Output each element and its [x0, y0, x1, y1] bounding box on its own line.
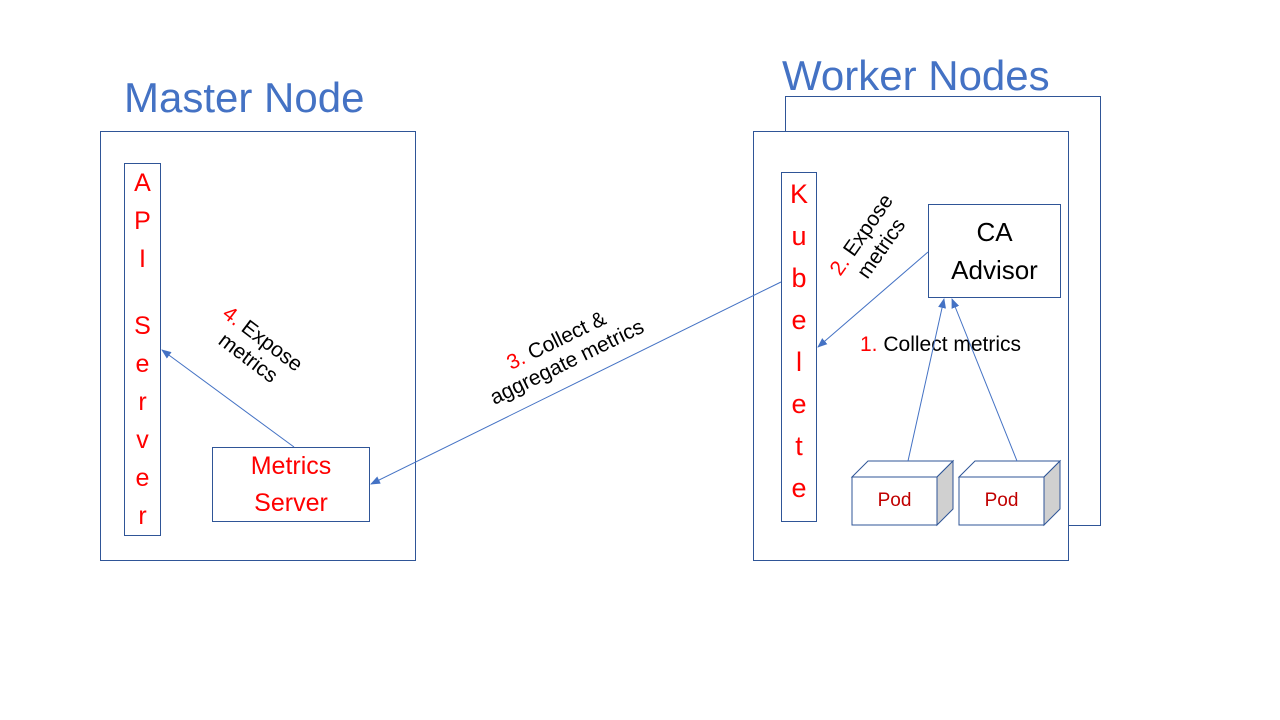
kubelete-letter: l [796, 347, 802, 377]
api-server-letter: r [138, 502, 147, 530]
api-server-letter: e [135, 464, 150, 492]
api-server-letter: v [136, 426, 149, 454]
pod-2-label: Pod [984, 490, 1019, 511]
api-server-letter: e [135, 350, 150, 378]
metrics-server-box[interactable]: Metrics Server [212, 447, 370, 522]
kubelete-letter: u [791, 221, 807, 251]
step1-number: 1. [860, 333, 878, 356]
step1-label: 1. Collect metrics [860, 333, 1021, 357]
kubelete-box[interactable]: K u b e l e t e [781, 172, 817, 522]
kubelete-letter: b [791, 263, 807, 293]
master-node-title: Master Node [124, 74, 365, 121]
api-server-letter: A [134, 169, 151, 197]
metrics-server-label-line2: Server [254, 488, 328, 517]
kubelete-letter: e [791, 305, 807, 335]
api-server-letter: S [134, 312, 151, 340]
kubelete-letter: e [791, 473, 807, 503]
api-server-letter: P [134, 207, 151, 235]
kubelete-letter: t [795, 431, 803, 461]
worker-nodes-title: Worker Nodes [782, 52, 1050, 99]
api-server-letter: I [139, 245, 146, 273]
pod-1-label: Pod [877, 490, 912, 511]
api-server-letter: r [138, 388, 147, 416]
kubelete-letter: e [791, 389, 807, 419]
ca-advisor-label-line1: CA [976, 217, 1013, 247]
step3-label: 3. Collect & aggregate metrics [453, 282, 672, 422]
ca-advisor-label-line2: Advisor [951, 255, 1038, 285]
arrow-kubelete-to-metrics-server [370, 281, 782, 485]
api-server-box[interactable]: A P I S e r v e r [124, 163, 161, 536]
kubelete-letter: K [789, 179, 808, 209]
step1-text: Collect metrics [883, 333, 1022, 356]
ca-advisor-box[interactable]: CA Advisor [928, 204, 1061, 298]
metrics-server-label-line1: Metrics [250, 451, 332, 480]
